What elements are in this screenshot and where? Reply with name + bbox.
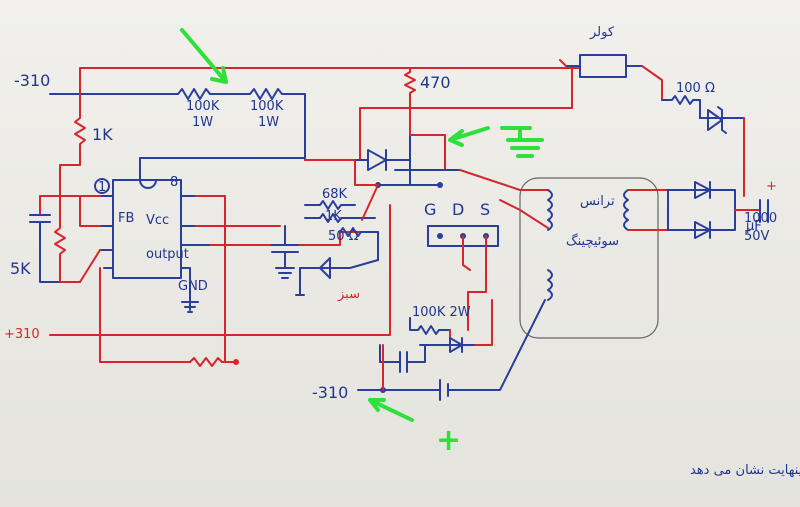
resistor-bottom-left xyxy=(189,357,237,367)
neg310-top-label: -310 xyxy=(14,71,50,90)
resistor-1k xyxy=(74,93,86,166)
r100k-2w-label: 100K 2W xyxy=(412,305,471,320)
rectifier-diodes xyxy=(694,181,711,239)
ic-pin1-label: 1 xyxy=(98,180,106,195)
resistor-100k-a xyxy=(177,88,251,100)
relay-out xyxy=(641,65,663,101)
cap-unit-label: µF xyxy=(746,219,762,234)
pin1-circle xyxy=(94,178,110,194)
resistor-100k-b xyxy=(249,88,306,161)
pos310-rail xyxy=(49,204,391,336)
green-arrow-switch xyxy=(448,126,490,147)
ic-pins xyxy=(99,195,211,311)
node-b xyxy=(437,182,443,188)
r100k-b-label: 100K xyxy=(250,99,284,114)
resistor-5k xyxy=(54,164,101,283)
relay-feed xyxy=(359,59,579,161)
snubber-red xyxy=(474,299,493,346)
ic-top-wire xyxy=(139,157,306,181)
resistor-100-ohm xyxy=(661,95,701,119)
r100ohm-label: 100 Ω xyxy=(676,81,715,96)
source-to-transformer xyxy=(499,199,549,229)
aux-winding xyxy=(547,269,553,301)
resistor-68k xyxy=(304,200,356,210)
r470-label: 470 xyxy=(420,73,451,92)
r5k-label: 5K xyxy=(10,259,31,278)
diode-mid xyxy=(354,134,411,171)
r68k-label: 68K xyxy=(322,187,348,202)
ic-vcc-label: Vcc xyxy=(146,213,169,228)
green-arrow-resistors xyxy=(180,28,228,84)
r100k-a-label: 100K xyxy=(186,99,220,114)
resistor-470 xyxy=(404,67,416,136)
diode-bridge-frame xyxy=(667,189,736,231)
ic-gnd-label: GND xyxy=(178,279,208,294)
relay-label: کولر xyxy=(589,25,615,40)
primary-winding xyxy=(547,189,553,231)
cap-1000-label: 1000 xyxy=(744,211,777,226)
drain-to-transformer xyxy=(459,169,549,191)
ic-notch xyxy=(139,179,157,189)
green-ground-symbol xyxy=(500,126,544,158)
ic-gnd-symbol xyxy=(181,301,199,313)
secondary-leads xyxy=(627,189,669,231)
mid-red-wires xyxy=(354,159,379,221)
r100k-b-w-label: 1W xyxy=(258,115,279,130)
transformer-label: ترانس xyxy=(580,194,615,209)
ic-left-wires xyxy=(79,195,191,363)
led-label: سبز xyxy=(337,287,360,302)
resistor-50 xyxy=(339,227,379,261)
source-label: S xyxy=(480,200,490,219)
cap-voltage-label: 50V xyxy=(744,229,770,244)
pin-g xyxy=(437,233,443,239)
transformer-sub-label: سوئیچینگ xyxy=(566,233,619,249)
ic-output-label: output xyxy=(146,247,189,262)
pos310-label: +310 xyxy=(4,327,40,342)
green-arrow-bottom xyxy=(368,398,414,422)
transformer-outline xyxy=(519,177,659,339)
r100k-a-w-label: 1W xyxy=(192,115,213,130)
green-plus-label: + xyxy=(436,423,461,458)
output-cap xyxy=(759,199,769,223)
secondary-winding xyxy=(623,189,629,231)
cap-left xyxy=(29,214,81,283)
node-bottom-left xyxy=(233,359,239,365)
bottom-rail xyxy=(357,299,546,401)
ic-pin8-label: 8 xyxy=(170,175,178,190)
cap-plus-label: + xyxy=(766,179,777,194)
r1k-label: 1K xyxy=(92,125,113,144)
zener-diode xyxy=(707,106,727,134)
resistor-100k-2w xyxy=(409,317,451,335)
ic-fb-label: FB xyxy=(118,211,134,226)
led xyxy=(299,257,379,296)
snubber-diode xyxy=(419,337,476,353)
footer-note: مقاومت X : قرمز - قرمز - سیاه - طلایی - … xyxy=(690,463,800,478)
mid-feed xyxy=(409,134,446,171)
snubber-cap xyxy=(379,344,426,373)
drain-label: D xyxy=(452,200,464,219)
transistor-bias xyxy=(379,159,461,186)
cap-left-feed xyxy=(39,195,101,216)
neg310-bottom-label: -310 xyxy=(312,383,348,402)
resistor-1k-mid xyxy=(304,213,376,223)
mosfet-leads xyxy=(462,235,487,331)
gate-label: G xyxy=(424,200,436,219)
cap-ground xyxy=(271,225,299,279)
relay-box xyxy=(579,54,627,78)
top-red-rail xyxy=(79,67,579,95)
ic-body xyxy=(112,179,182,279)
